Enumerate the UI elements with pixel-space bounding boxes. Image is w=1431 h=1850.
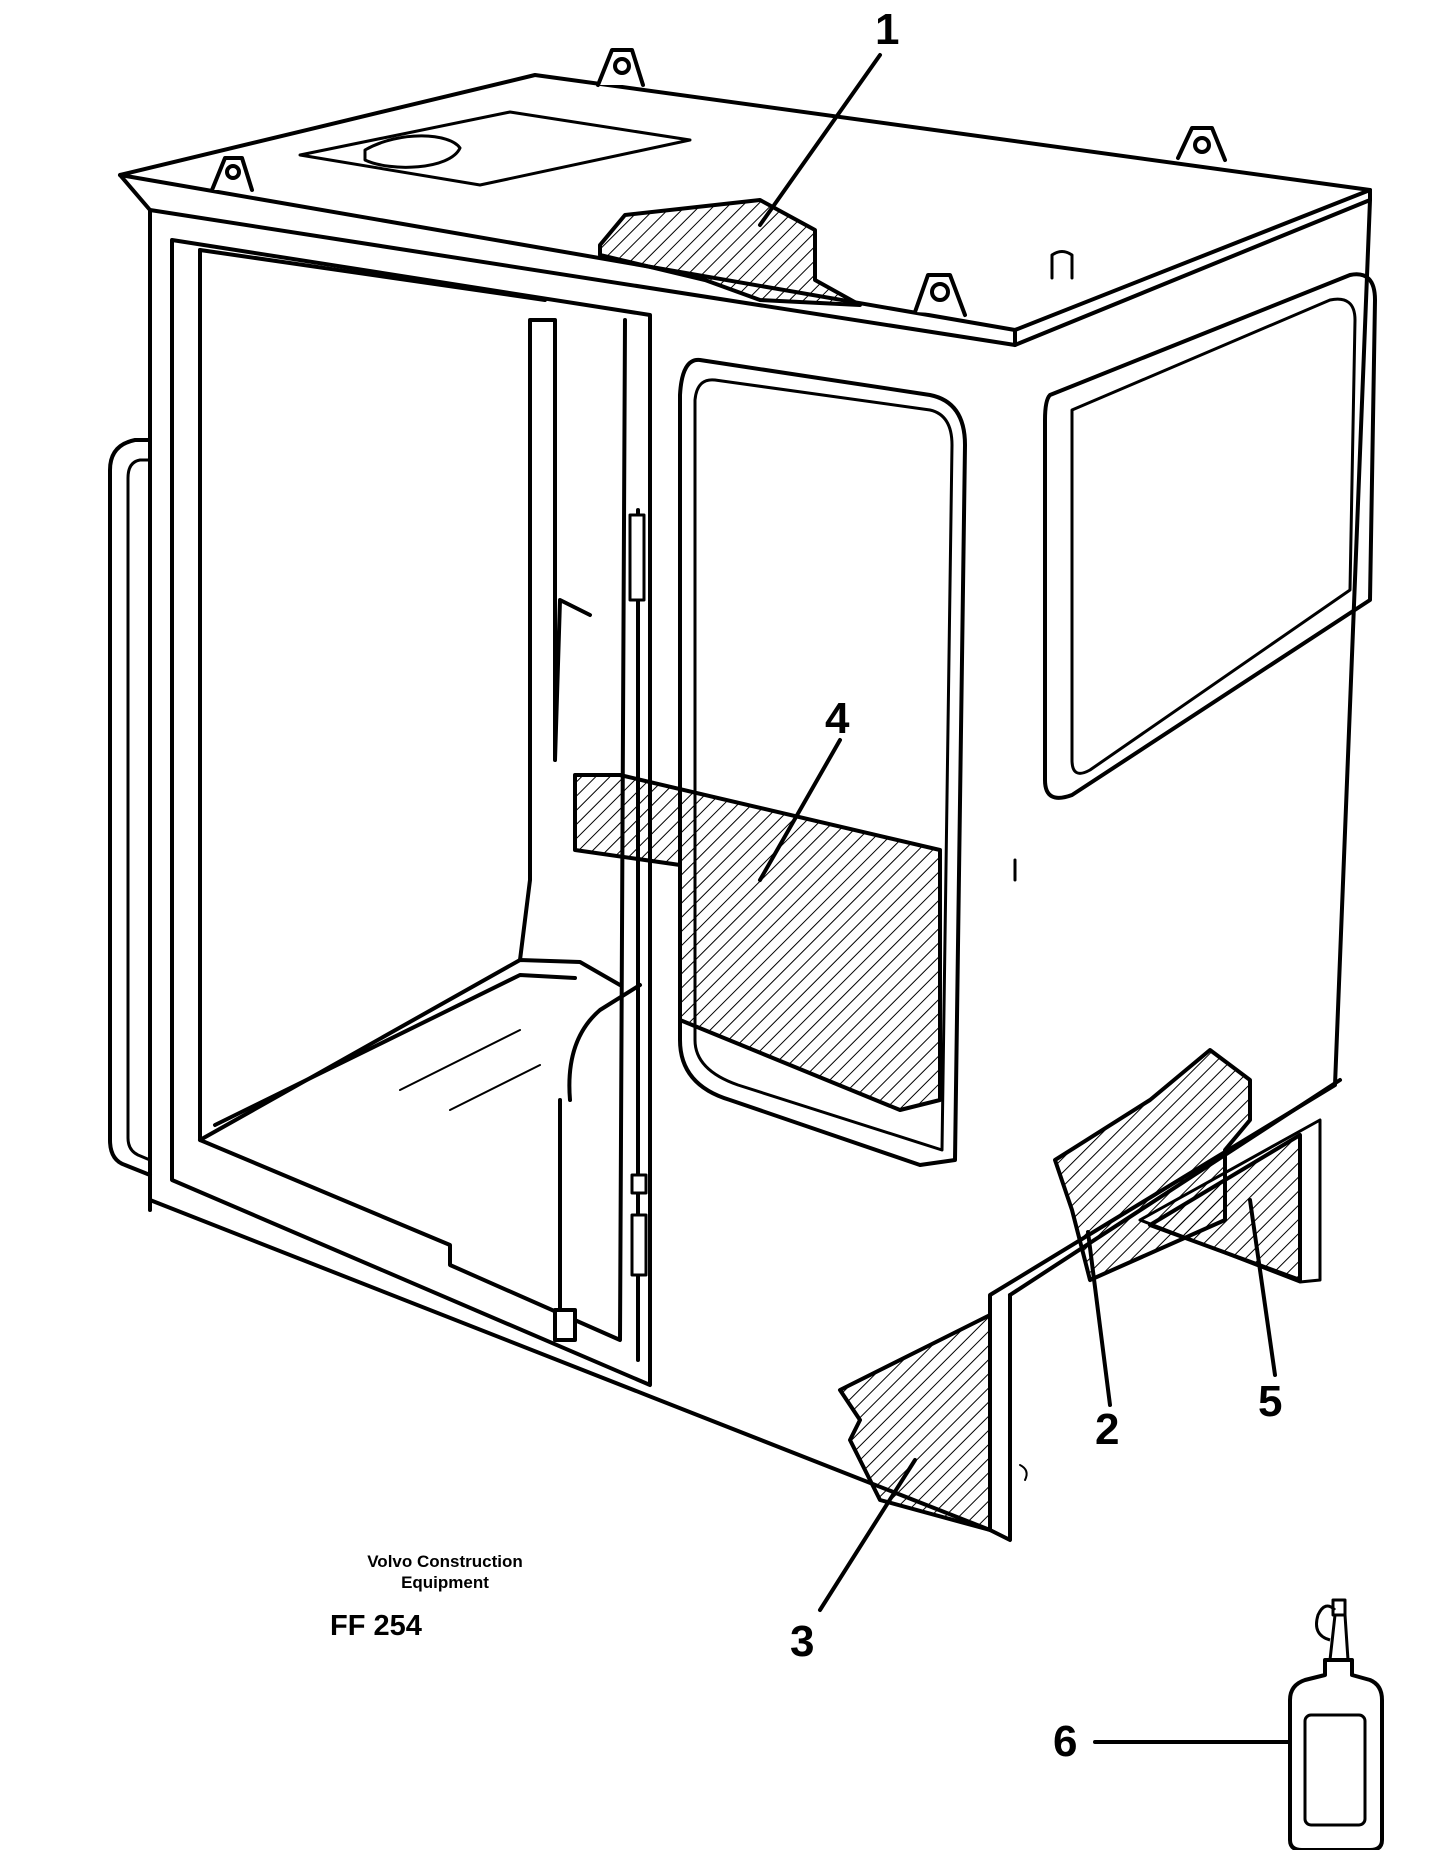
callout-3: 3 [790,1617,815,1666]
insulation-floor [573,773,942,1112]
figure-code: FF 254 [330,1610,422,1642]
cab-interior [198,318,642,1342]
door-hinge [628,508,648,1362]
callout-5: 5 [1258,1377,1283,1426]
lifting-eye-front-left [210,156,254,192]
publisher-line-2: Equipment [401,1573,489,1592]
front-window [678,357,967,1167]
lifting-eye-rear-left [596,48,645,87]
callout-4: 4 [825,694,850,743]
side-window [1043,272,1377,800]
callout-2: 2 [1095,1405,1120,1454]
leader-1 [758,53,882,227]
insulation-roof [598,198,862,307]
leader-2 [1086,1230,1112,1407]
adhesive-bottle-icon [1288,1598,1384,1850]
lifting-eye-rear-right [1176,126,1227,162]
handrail [108,438,152,1177]
lifting-eye-front-right [913,273,967,317]
insulation-corner-panel [838,1313,992,1532]
leader-4 [758,738,842,882]
publisher-line-1: Volvo Construction [367,1552,523,1571]
leader-5 [1248,1198,1277,1377]
callout-1: 1 [875,5,900,54]
callout-6: 6 [1053,1717,1078,1766]
leader-3 [818,1458,917,1612]
roof-stud [1050,250,1074,280]
insulation-lower-strip [1148,1133,1302,1282]
door-opening [170,238,652,1387]
